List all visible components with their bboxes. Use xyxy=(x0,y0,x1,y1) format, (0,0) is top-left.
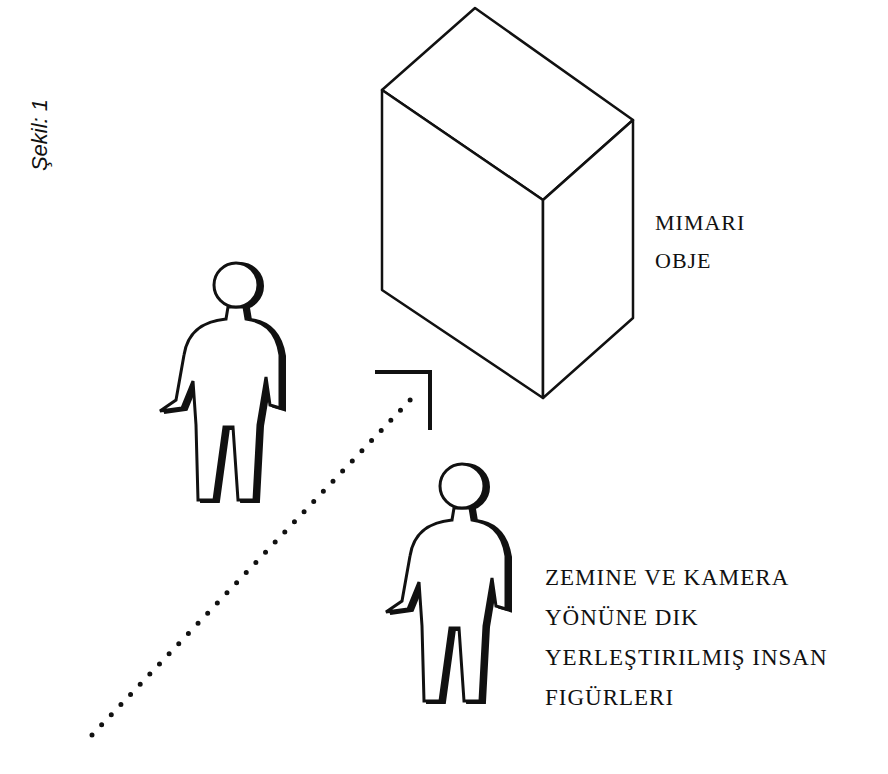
human-figure xyxy=(386,464,510,702)
object-label-holder: MIMARI OBJE xyxy=(655,204,785,280)
figure-body xyxy=(386,508,506,701)
box-prism xyxy=(382,8,633,398)
box-front xyxy=(382,90,543,398)
corner-bracket xyxy=(375,372,430,430)
figure-number: Şekil: 1 xyxy=(27,99,53,171)
human-figure xyxy=(160,263,284,501)
figure-body xyxy=(160,307,280,500)
figure-note-holder: ZEMINE VE KAMERA YÖNÜNE DIK YERLEŞTIRILM… xyxy=(545,558,845,718)
figure-head xyxy=(440,464,484,508)
box-side xyxy=(543,120,633,398)
figure-head xyxy=(214,263,258,307)
object-label: MIMARI OBJE xyxy=(655,204,785,280)
figure-note: ZEMINE VE KAMERA YÖNÜNE DIK YERLEŞTIRILM… xyxy=(545,558,845,718)
figure-number-holder: Şekil: 1 xyxy=(40,135,112,161)
